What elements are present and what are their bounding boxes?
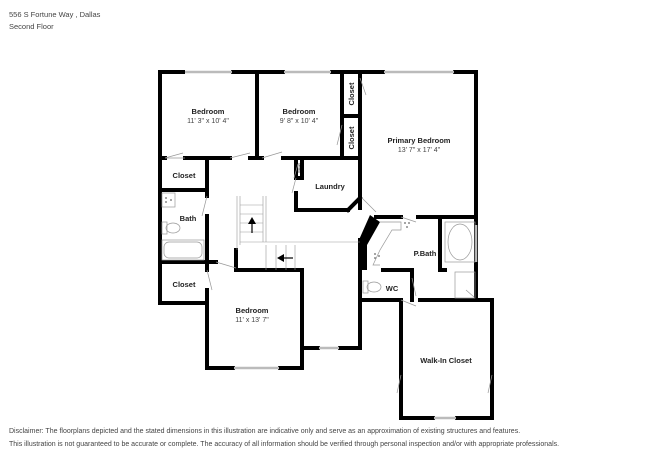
- room-label-bedroom-2: Bedroom: [283, 107, 316, 116]
- room-label-bedroom-1: Bedroom: [192, 107, 225, 116]
- windows: [185, 70, 478, 420]
- stairs: [236, 196, 360, 270]
- header: 556 S Fortune Way , Dallas Second Floor: [9, 9, 100, 33]
- disclaimer-line-1: Disclaimer: The floorplans depicted and …: [9, 428, 521, 435]
- diagonal-wall: [358, 215, 380, 270]
- room-label-p-bath: P.Bath: [414, 249, 437, 258]
- room-label-primary-bedroom: Primary Bedroom: [388, 136, 451, 145]
- room-label-closet-top-1: Closet: [347, 82, 356, 105]
- room-dim-primary-bedroom: 13' 7" x 17' 4": [398, 147, 441, 154]
- stair-arrows: [248, 217, 293, 262]
- room-label-bath: Bath: [180, 214, 197, 223]
- room-label-wc: WC: [386, 284, 399, 293]
- doors: [164, 77, 493, 394]
- room-label-closet-left-1: Closet: [173, 171, 196, 180]
- room-dim-bedroom-1: 11' 3" x 10' 4": [187, 118, 229, 125]
- room-dim-bedroom-3: 11' x 13' 7": [235, 317, 269, 324]
- faucet-marks: [165, 197, 410, 259]
- disclaimer-line-2: This illustration is not guaranteed to b…: [9, 441, 560, 448]
- room-label-laundry: Laundry: [315, 182, 345, 191]
- room-label-bedroom-3: Bedroom: [236, 306, 269, 315]
- floor-label: Second Floor: [9, 22, 54, 31]
- room-label-laundry-closet: Closet: [297, 163, 301, 172]
- fixtures: [161, 192, 476, 299]
- room-label-closet-top-2: Closet: [347, 126, 356, 149]
- address-text: 556 S Fortune Way , Dallas: [9, 10, 101, 19]
- room-dim-bedroom-2: 9' 8" x 10' 4": [280, 118, 319, 125]
- room-label-closet-left-2: Closet: [173, 280, 196, 289]
- room-label-walk-in-closet: Walk-In Closet: [420, 356, 472, 365]
- disclaimer: Disclaimer: The floorplans depicted and …: [9, 425, 559, 451]
